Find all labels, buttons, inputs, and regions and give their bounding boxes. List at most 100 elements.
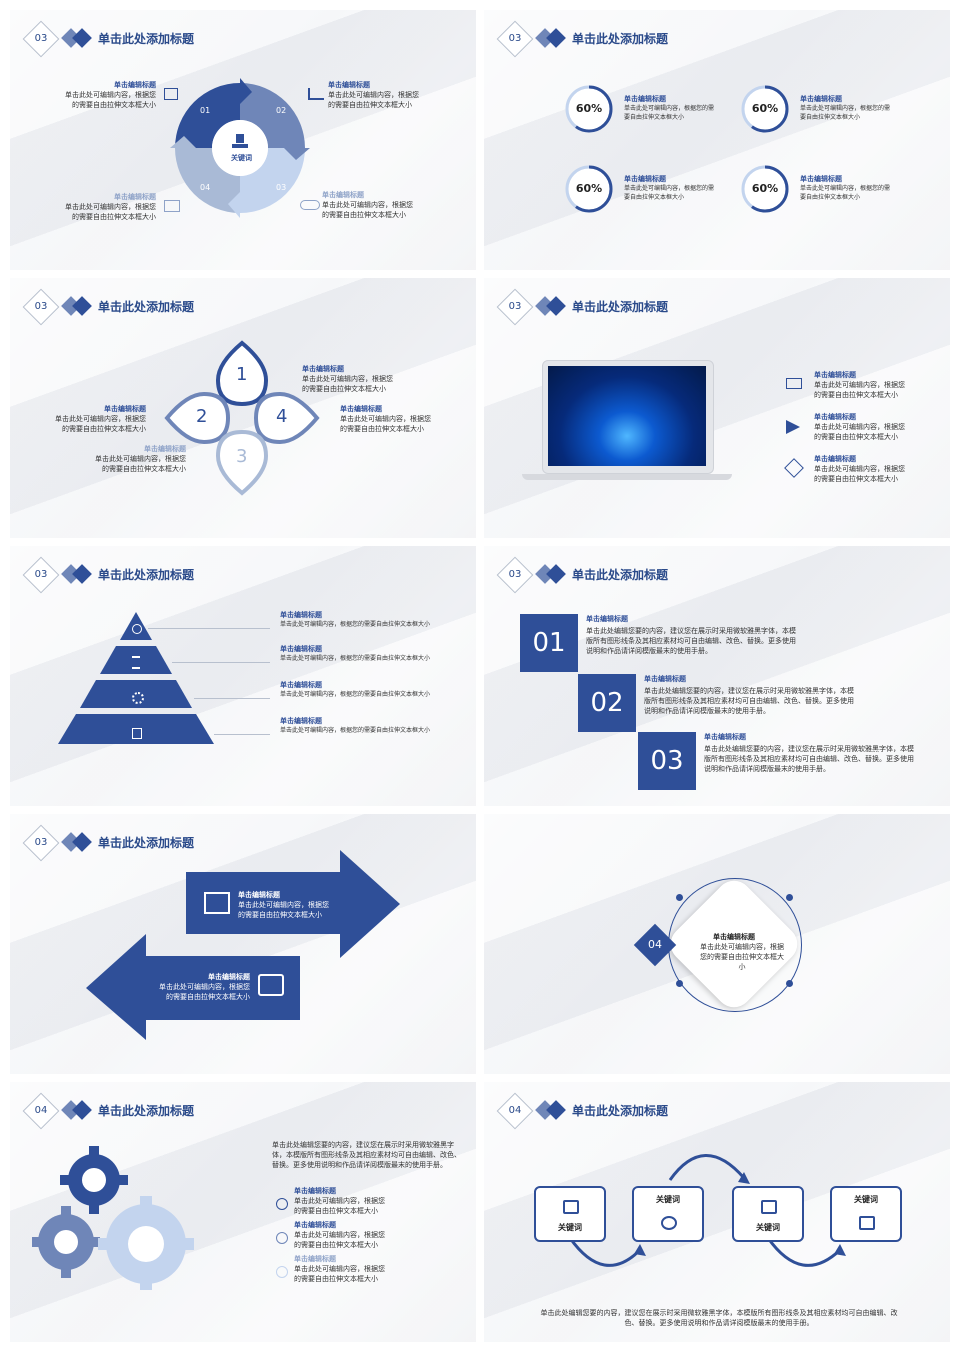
item-title[interactable]: 单击编辑标题: [144, 445, 186, 453]
laptop-icon: [786, 378, 802, 389]
item-title[interactable]: 单击编辑标题: [280, 611, 322, 619]
item-body[interactable]: 单击此处可编辑内容，根据您的需要自由拉伸文本框大小: [340, 415, 431, 433]
item-body[interactable]: 单击此处可编辑内容，根据您的需要自由拉伸文本框大小: [238, 901, 329, 919]
keyword-box[interactable]: [830, 1186, 902, 1242]
item-title[interactable]: 单击编辑标题: [814, 371, 856, 379]
step-title[interactable]: 单击编辑标题: [586, 615, 628, 623]
ring-dot: [786, 980, 793, 987]
slide-3[interactable]: 03 单击此处添加标题 1 2 3 4 单击编辑标题 单击此处可编辑内容，根据您…: [10, 278, 476, 538]
cycle-diagram: [170, 78, 310, 218]
slide-title[interactable]: 单击此处添加标题: [572, 32, 669, 46]
item-title[interactable]: 单击编辑标题: [114, 81, 156, 89]
item-body[interactable]: 单击此处可编辑内容，根据您的需要自由拉伸文本框大小: [624, 105, 715, 121]
item-title[interactable]: 单击编辑标题: [800, 95, 842, 103]
item-title[interactable]: 单击编辑标题: [238, 891, 280, 899]
step-title[interactable]: 单击编辑标题: [704, 733, 746, 741]
item-body[interactable]: 单击此处可编辑内容，根据您的需要自由拉伸文本框大小: [159, 983, 250, 1001]
item-body[interactable]: 单击此处可编辑内容，根据您的需要自由拉伸文本框大小: [95, 455, 186, 473]
item-title[interactable]: 单击编辑标题: [294, 1255, 336, 1263]
percent-value: 60%: [751, 182, 779, 195]
slide-10[interactable]: 04 单击此处添加标题 单击此处编辑您要的内容，建议您在展示时采用微软雅黑字体，…: [484, 1082, 950, 1342]
item-title[interactable]: 单击编辑标题: [294, 1221, 336, 1229]
slide-7[interactable]: 03 单击此处添加标题 单击编辑标题 单击此处可编辑内容，根据您的需要自由拉伸文…: [10, 814, 476, 1074]
slide-title[interactable]: 单击此处添加标题: [98, 836, 195, 850]
flow-arcs: [568, 1154, 846, 1267]
slide-1[interactable]: 03 单击此处添加标题 01 02 03 04 关键词 单击编辑标题 单击此处可…: [10, 10, 476, 270]
item-body[interactable]: 单击此处可编辑内容，根据您的需要自由拉伸文本框大小: [280, 691, 431, 698]
item-title[interactable]: 单击编辑标题: [104, 405, 146, 413]
keyword-label: 关键词: [854, 1195, 878, 1204]
item-title[interactable]: 单击编辑标题: [294, 1187, 336, 1195]
gears-icon: [761, 1200, 777, 1214]
step-number-block: 02: [578, 674, 636, 732]
item-body[interactable]: 单击此处可编辑内容，根据您的需要自由拉伸文本框大小: [322, 201, 413, 219]
keyword-label: 关键词: [656, 1195, 680, 1204]
section-title[interactable]: 单击编辑标题: [713, 933, 755, 941]
item-body[interactable]: 单击此处可编辑内容，根据您的需要自由拉伸文本框大小: [294, 1265, 385, 1283]
keyword-box[interactable]: [732, 1186, 804, 1242]
wallet-icon: [258, 974, 284, 996]
percent-value: 60%: [575, 182, 603, 195]
connector-line: [148, 628, 270, 629]
item-body[interactable]: 单击此处可编辑内容，根据您的需要自由拉伸文本框大小: [294, 1197, 385, 1215]
megaphone-icon: [786, 420, 800, 434]
intro-paragraph[interactable]: 单击此处编辑您要的内容，建议您在展示时采用微软雅黑字体，本模版所有图形线条及其相…: [272, 1141, 461, 1169]
slide-8[interactable]: 04 单击编辑标题 单击此处可编辑内容，根据您的需要自由拉伸文本框大小: [484, 814, 950, 1074]
item-title[interactable]: 单击编辑标题: [280, 645, 322, 653]
item-title[interactable]: 单击编辑标题: [280, 717, 322, 725]
item-title[interactable]: 单击编辑标题: [322, 191, 364, 199]
item-title[interactable]: 单击编辑标题: [624, 95, 666, 103]
item-body[interactable]: 单击此处可编辑内容，根据您的需要自由拉伸文本框大小: [800, 105, 891, 121]
item-title[interactable]: 单击编辑标题: [800, 175, 842, 183]
crosshair-icon: [276, 1266, 288, 1278]
slide-4[interactable]: 03 单击此处添加标题 单击编辑标题 单击此处可编辑内容，根据您的需要自由拉伸文…: [484, 278, 950, 538]
slide-title[interactable]: 单击此处添加标题: [98, 32, 195, 46]
item-body[interactable]: 单击此处可编辑内容，根据您的需要自由拉伸文本框大小: [624, 185, 715, 201]
item-title[interactable]: 单击编辑标题: [208, 973, 250, 981]
step-body[interactable]: 单击此处编辑您要的内容，建议您在展示时采用微软雅黑字体，本模版所有图形线条及其相…: [704, 745, 914, 773]
keyword-box[interactable]: [632, 1186, 704, 1242]
item-body[interactable]: 单击此处可编辑内容，根据您的需要自由拉伸文本框大小: [328, 91, 419, 109]
item-title[interactable]: 单击编辑标题: [328, 81, 370, 89]
code-file-icon: [132, 728, 142, 739]
globe-icon: [276, 1198, 288, 1210]
slide-title[interactable]: 单击此处添加标题: [572, 568, 669, 582]
item-title[interactable]: 单击编辑标题: [814, 413, 856, 421]
step-title[interactable]: 单击编辑标题: [644, 675, 686, 683]
slide-title[interactable]: 单击此处添加标题: [572, 300, 669, 314]
footer-paragraph[interactable]: 单击此处编辑您要的内容，建议您在展示时采用微软雅黑字体，本模版所有图形线条及其相…: [540, 1309, 898, 1327]
item-body[interactable]: 单击此处可编辑内容，根据您的需要自由拉伸文本框大小: [55, 415, 146, 433]
slide-9[interactable]: 04 单击此处添加标题 单击此处编辑您要的内容，建议您在展示时采用微软雅黑字体，…: [10, 1082, 476, 1342]
slide-2[interactable]: 03 单击此处添加标题 60%单击编辑标题单击此处可编辑内容，根据您的需要自由拉…: [484, 10, 950, 270]
item-title[interactable]: 单击编辑标题: [624, 175, 666, 183]
item-title[interactable]: 单击编辑标题: [114, 193, 156, 201]
item-body[interactable]: 单击此处可编辑内容，根据您的需要自由拉伸文本框大小: [280, 655, 431, 662]
step-body[interactable]: 单击此处编辑您要的内容，建议您在展示时采用微软雅黑字体，本模版所有图形线条及其相…: [586, 627, 796, 655]
slide-5[interactable]: 03 单击此处添加标题 单击编辑标题单击此处可编辑内容，根据您的需要自由拉伸文本…: [10, 546, 476, 806]
slide-title[interactable]: 单击此处添加标题: [98, 300, 195, 314]
item-body[interactable]: 单击此处可编辑内容，根据您的需要自由拉伸文本框大小: [814, 381, 905, 399]
slide-title[interactable]: 单击此处添加标题: [98, 1104, 195, 1118]
petal-label: 2: [196, 406, 208, 427]
slide-title[interactable]: 单击此处添加标题: [98, 568, 195, 582]
section-body[interactable]: 单击此处可编辑内容，根据您的需要自由拉伸文本框大小: [700, 943, 784, 971]
item-body[interactable]: 单击此处可编辑内容，根据您的需要自由拉伸文本框大小: [65, 203, 156, 221]
segment-label: 01: [200, 106, 211, 115]
item-body[interactable]: 单击此处可编辑内容，根据您的需要自由拉伸文本框大小: [814, 465, 905, 483]
keyword-box[interactable]: [534, 1186, 606, 1242]
item-title[interactable]: 单击编辑标题: [302, 365, 344, 373]
step-body[interactable]: 单击此处编辑您要的内容，建议您在展示时采用微软雅黑字体，本模版所有图形线条及其相…: [644, 687, 854, 715]
item-title[interactable]: 单击编辑标题: [280, 681, 322, 689]
item-title[interactable]: 单击编辑标题: [814, 455, 856, 463]
item-body[interactable]: 单击此处可编辑内容，根据您的需要自由拉伸文本框大小: [65, 91, 156, 109]
item-body[interactable]: 单击此处可编辑内容，根据您的需要自由拉伸文本框大小: [814, 423, 905, 441]
item-body[interactable]: 单击此处可编辑内容，根据您的需要自由拉伸文本框大小: [280, 727, 431, 734]
step-number-block: 01: [520, 614, 578, 672]
item-body[interactable]: 单击此处可编辑内容，根据您的需要自由拉伸文本框大小: [302, 375, 393, 393]
item-body[interactable]: 单击此处可编辑内容，根据您的需要自由拉伸文本框大小: [800, 185, 891, 201]
item-title[interactable]: 单击编辑标题: [340, 405, 382, 413]
item-body[interactable]: 单击此处可编辑内容，根据您的需要自由拉伸文本框大小: [294, 1231, 385, 1249]
slide-title[interactable]: 单击此处添加标题: [572, 1104, 669, 1118]
item-body[interactable]: 单击此处可编辑内容，根据您的需要自由拉伸文本框大小: [280, 621, 431, 628]
